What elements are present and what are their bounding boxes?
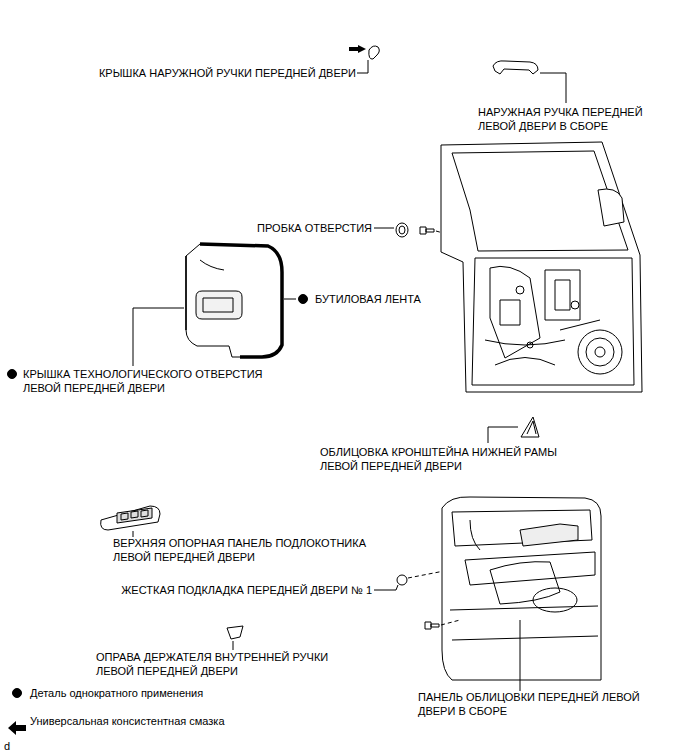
part-label: НАРУЖНАЯ РУЧКА ПЕРЕДНЕЙ ЛЕВОЙ ДВЕРИ В СБ… [478, 105, 647, 133]
part-label: ЖЕСТКАЯ ПОДКЛАДКА ПЕРЕДНЕЙ ДВЕРИ № 1 [121, 583, 372, 597]
legend-text: Деталь однократного применения [30, 686, 203, 700]
legend-text: Универсальная консистентная смазка [30, 714, 225, 728]
part-label: ПРОБКА ОТВЕРСТИЯ [257, 221, 372, 235]
figure-code: d [4, 739, 10, 753]
part-label: ПАНЕЛЬ ОБЛИЦОВКИ ПЕРЕДНЕЙ ЛЕВОЙ ДВЕРИ В … [418, 690, 644, 718]
part-label: ОПРАВА ДЕРЖАТЕЛЯ ВНУТРЕННЕЙ РУЧКИ ЛЕВОЙ … [96, 650, 333, 678]
part-label: ВЕРХНЯЯ ОПОРНАЯ ПАНЕЛЬ ПОДЛОКОТНИКА ЛЕВО… [113, 536, 370, 564]
part-label: КРЫШКА ТЕХНОЛОГИЧЕСКОГО ОТВЕРСТИЯ ЛЕВОЙ … [23, 367, 267, 395]
part-label: ОБЛИЦОВКА КРОНШТЕЙНА НИЖНЕЙ РАМЫ ЛЕВОЙ П… [320, 445, 561, 473]
part-label: БУТИЛОВАЯ ЛЕНТА [315, 292, 421, 306]
part-label: КРЫШКА НАРУЖНОЙ РУЧКИ ПЕРЕДНЕЙ ДВЕРИ [99, 66, 356, 80]
